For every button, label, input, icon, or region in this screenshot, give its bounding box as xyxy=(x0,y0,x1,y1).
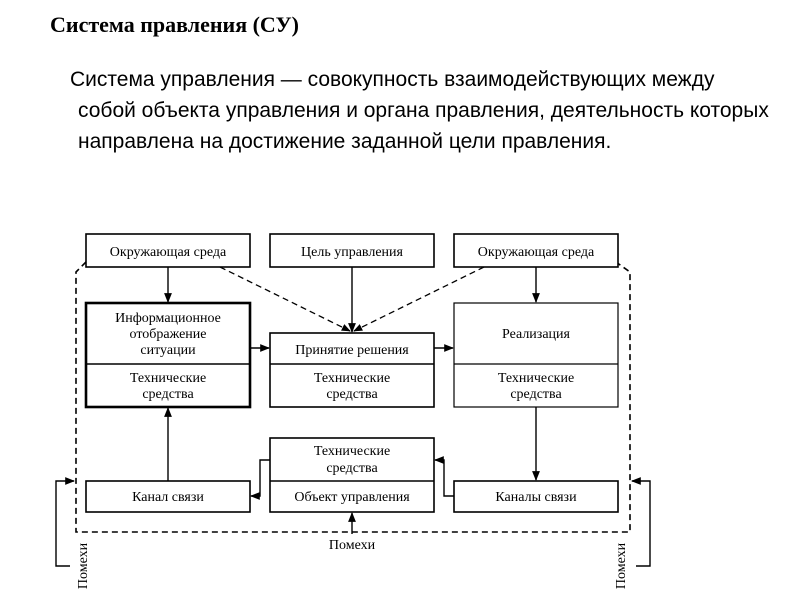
label-tech-object-2: средства xyxy=(326,461,378,476)
box-env-left xyxy=(85,233,251,268)
label-control-object: Объект управления xyxy=(294,490,410,505)
arrow-noise-left xyxy=(55,477,75,567)
label-decision: Принятие решения xyxy=(295,343,409,358)
label-tech-realization-1: Технические xyxy=(498,371,574,386)
label-tech-decision-1: Технические xyxy=(314,371,390,386)
label-tech-decision-2: средства xyxy=(326,387,378,402)
label-info-line-1: Информационное xyxy=(115,311,221,326)
label-noise-right: Помехи xyxy=(614,542,629,589)
arrow-channel-right-to-object xyxy=(434,456,454,497)
label-realization: Реализация xyxy=(502,327,571,342)
label-info-line-3: ситуации xyxy=(140,343,196,358)
system-boundary xyxy=(75,261,631,533)
box-decision xyxy=(269,332,435,408)
label-noise-bottom: Помехи xyxy=(329,538,376,553)
label-tech-realization-2: средства xyxy=(510,387,562,402)
label-info-line-2: отображение xyxy=(130,327,207,342)
dashed-arrow-env-right-to-decision xyxy=(353,266,485,332)
label-tech-object-1: Технические xyxy=(314,444,390,459)
box-info-display xyxy=(84,301,252,409)
definition-text: Система управления — совокупность взаимо… xyxy=(70,68,769,153)
label-channel-left: Канал связи xyxy=(132,490,204,505)
arrow-noise-right xyxy=(631,477,651,567)
dashed-arrow-env-left-to-decision xyxy=(219,266,351,332)
box-control-object xyxy=(269,437,435,513)
box-channel-left xyxy=(85,480,251,513)
label-env-right: Окружающая среда xyxy=(478,245,595,260)
label-goal: Цель управления xyxy=(301,245,404,260)
label-tech-info-2: средства xyxy=(142,387,194,402)
label-tech-info-1: Технические xyxy=(130,371,206,386)
label-env-left: Окружающая среда xyxy=(110,245,227,260)
box-channel-right xyxy=(453,480,619,513)
label-noise-left: Помехи xyxy=(76,542,91,589)
label-channel-right: Каналы связи xyxy=(495,490,577,505)
page-title: Система правления (СУ) xyxy=(50,12,299,37)
box-realization xyxy=(453,302,619,408)
arrow-object-to-channel-left xyxy=(250,459,270,500)
